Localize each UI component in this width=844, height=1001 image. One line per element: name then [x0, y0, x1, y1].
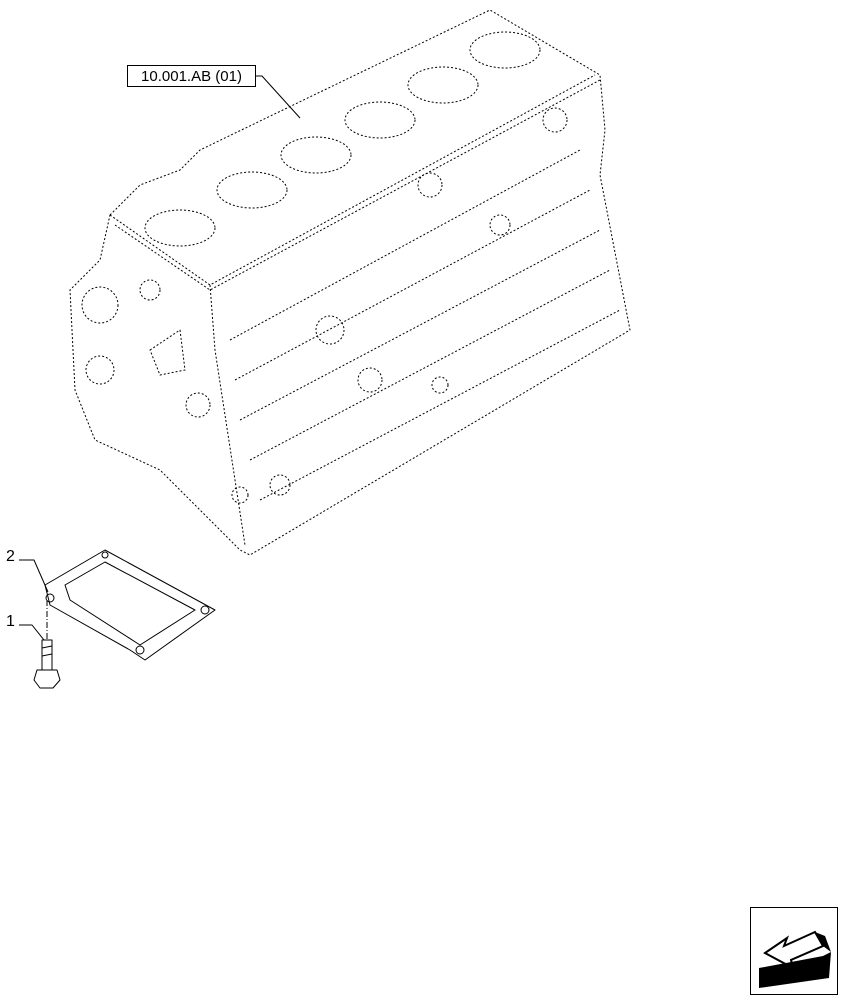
- nav-back-button[interactable]: [750, 907, 838, 995]
- gasket-part: [44, 549, 216, 661]
- arrow-back-icon: [759, 930, 831, 988]
- callout-2: 2: [6, 548, 15, 565]
- bolt-part: [33, 639, 61, 689]
- engine-block: [69, 9, 631, 556]
- leader-lines: [19, 75, 301, 641]
- callout-1: 1: [6, 613, 15, 630]
- reference-label[interactable]: 10.001.AB (01): [127, 65, 256, 87]
